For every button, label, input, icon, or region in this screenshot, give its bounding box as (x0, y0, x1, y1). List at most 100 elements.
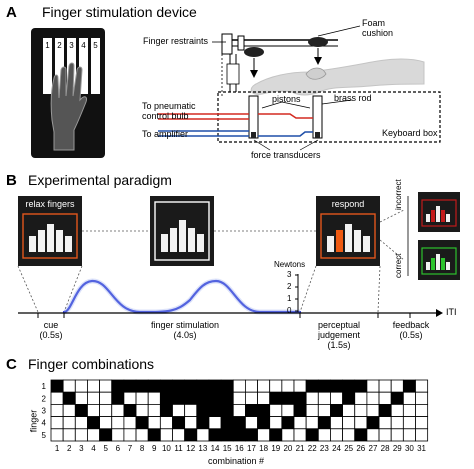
relax-screen-label: relax fingers (25, 199, 75, 209)
iti-label: ITI (446, 307, 457, 317)
grid-cell (208, 403, 222, 417)
grid-cell (147, 379, 161, 393)
grid-cell (402, 416, 416, 430)
hand-icon (50, 62, 87, 151)
grid-cell (390, 416, 404, 430)
grid-cell (244, 403, 258, 417)
grid-cell (293, 403, 307, 417)
grid-cell (305, 428, 319, 442)
grid-cell (111, 416, 125, 430)
grid-cell (342, 416, 356, 430)
label-foam-cushion: Foam cushion (362, 18, 394, 38)
grid-cell (305, 391, 319, 405)
combination-column-label: 6 (116, 444, 121, 453)
grid-cell (135, 416, 149, 430)
grid-cell (354, 379, 368, 393)
grid-cell (123, 391, 137, 405)
panel-b-letter: B (6, 172, 17, 189)
y-tick-2: 2 (287, 282, 292, 291)
panel-b-title: Experimental paradigm (28, 172, 172, 188)
y-tick-3: 3 (287, 270, 292, 279)
respond-bars (327, 224, 370, 252)
grid-cell (281, 428, 295, 442)
grid-cell (159, 416, 173, 430)
respond-screen-label: respond (331, 199, 365, 209)
grid-cell (317, 391, 331, 405)
panel-a-letter: A (6, 4, 17, 21)
combination-column-label: 26 (356, 444, 365, 453)
finger-restraint-pad (244, 47, 264, 57)
grid-cell (354, 403, 368, 417)
grid-cell (366, 403, 380, 417)
combination-column-label: 7 (128, 444, 133, 453)
grid-cell (208, 428, 222, 442)
grid-cell (415, 428, 429, 442)
label-keyboard-box: Keyboard box (382, 128, 438, 138)
label-force-transducers: force transducers (251, 150, 321, 160)
grid-cell (111, 391, 125, 405)
grid-cell (232, 403, 246, 417)
grid-cell (196, 416, 210, 430)
grid-cell (366, 379, 380, 393)
relax-bars (29, 224, 72, 252)
grid-cell (293, 391, 307, 405)
paradigm-timeline (17, 192, 460, 318)
grid-cell (354, 416, 368, 430)
grid-cell (354, 428, 368, 442)
grid-cell (123, 403, 137, 417)
force-trace (62, 279, 302, 314)
grid-cell (354, 391, 368, 405)
combination-column-label: 19 (271, 444, 280, 453)
grid-cell (87, 391, 100, 405)
combination-column-label: 12 (186, 444, 195, 453)
grid-cell (220, 416, 234, 430)
grid-cell (147, 416, 161, 430)
grid-cell (62, 416, 76, 430)
label-to-amplifier: To amplifier (142, 129, 189, 139)
combination-column-label: 21 (296, 444, 305, 453)
grid-cell (269, 403, 283, 417)
combination-column-label: 3 (79, 444, 84, 453)
grid-cell (415, 379, 429, 393)
key-number-3: 3 (69, 41, 74, 50)
grid-cell (257, 428, 271, 442)
grid-cell (87, 403, 100, 417)
combination-column-label: 2 (67, 444, 72, 453)
grid-cell (342, 379, 356, 393)
grid-cell (99, 379, 113, 393)
grid-cell (402, 391, 416, 405)
combination-column-label: 1 (55, 444, 60, 453)
grid-cell (269, 391, 283, 405)
grid-cell (196, 403, 210, 417)
restraint-clamp (221, 33, 233, 55)
combination-axis-title: combination # (208, 456, 265, 466)
finger-row-label: 1 (42, 382, 47, 391)
y-tick-0: 0 (287, 306, 292, 315)
grid-cell (62, 379, 76, 393)
grid-cell (135, 428, 149, 442)
grid-cell (330, 428, 344, 442)
combination-column-label: 25 (344, 444, 353, 453)
grid-cell (99, 428, 113, 442)
grid-cell (330, 391, 344, 405)
grid-cell (87, 428, 100, 442)
grid-cell (184, 379, 198, 393)
grid-cell (159, 428, 173, 442)
newtons-unit-label: Newtons (274, 260, 306, 269)
label-brass-rod: brass rod (334, 93, 372, 103)
grid-cell (220, 391, 234, 405)
grid-cell (147, 403, 161, 417)
grid-cell (196, 428, 210, 442)
grid-cell (99, 403, 113, 417)
grid-cell (317, 428, 331, 442)
grid-cell (402, 428, 416, 442)
combination-column-label: 10 (162, 444, 171, 453)
grid-cell (330, 379, 344, 393)
combination-column-label: 13 (198, 444, 207, 453)
grid-cell (257, 391, 271, 405)
grid-cell (390, 428, 404, 442)
phase-finger-stimulation: finger stimulation (4.0s) (150, 320, 220, 340)
grid-cell (184, 403, 198, 417)
grid-cell (147, 428, 161, 442)
